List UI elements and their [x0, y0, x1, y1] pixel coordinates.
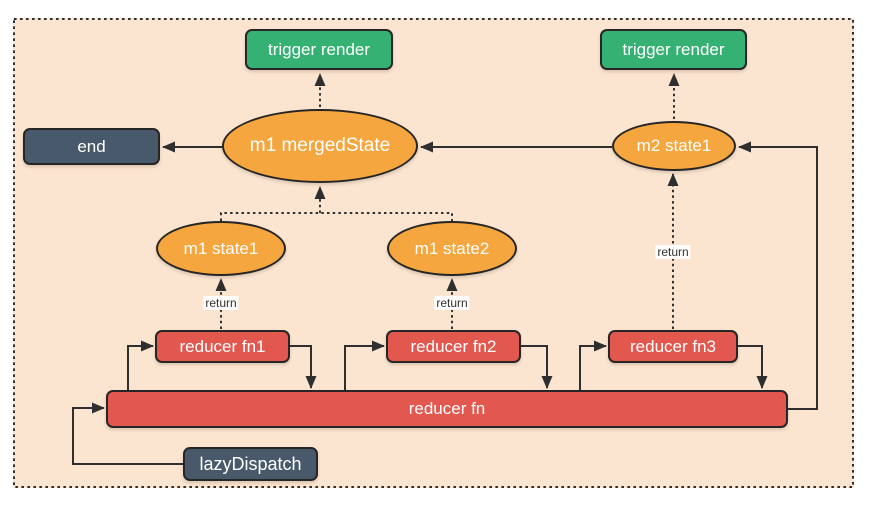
edge-label-return-fn1: return [203, 296, 239, 310]
edge-reducerfn-to-fn2 [344, 340, 385, 390]
node-trigger-render-2: trigger render [600, 29, 747, 70]
node-lazy-dispatch: lazyDispatch [183, 447, 318, 481]
node-reducer-fn: reducer fn [106, 390, 788, 428]
node-m1-state2: m1 state2 [387, 221, 517, 276]
node-reducer-fn2: reducer fn2 [386, 330, 521, 363]
node-m2-state1: m2 state1 [612, 121, 736, 171]
node-m1-state1: m1 state1 [156, 221, 286, 276]
edge-fn2-to-reducerfn [521, 345, 553, 389]
edge-states-junction [220, 212, 453, 221]
node-end: end [23, 128, 160, 165]
edge-label-return-fn2: return [434, 296, 470, 310]
node-reducer-fn3: reducer fn3 [608, 330, 738, 363]
edge-reducerfn-to-m2state1 [738, 141, 818, 410]
edge-fn1-to-reducerfn [290, 345, 317, 389]
node-reducer-fn1: reducer fn1 [155, 330, 290, 363]
edge-reducerfn-to-fn1 [127, 340, 154, 390]
edge-fn3-to-reducerfn [738, 345, 768, 389]
node-m1-merged-state: m1 mergedState [222, 109, 418, 183]
edge-reducerfn-to-fn3 [579, 340, 607, 390]
node-trigger-render-1: trigger render [245, 29, 393, 70]
edge-label-return-fn3: return [655, 245, 691, 259]
edge-lazydispatch-to-reducerfn [72, 402, 183, 465]
